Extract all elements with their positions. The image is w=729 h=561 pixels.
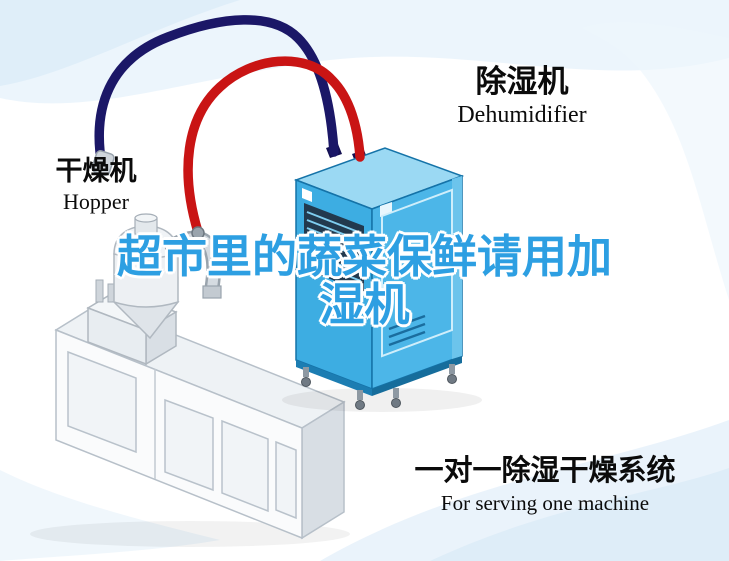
return-air-hose: [94, 15, 339, 171]
dehumidifier-shadow: [282, 388, 482, 412]
caption-label-en: For serving one machine: [440, 491, 650, 515]
valve-icon: [95, 279, 104, 303]
watermark-line2: 湿机: [319, 278, 410, 331]
hopper-cap-top: [134, 213, 158, 223]
side-highlight: [452, 176, 462, 359]
machine-door-panel: [67, 350, 137, 454]
hose-fitting: [191, 226, 205, 240]
logo-plate: [302, 188, 312, 202]
dehumidifier-label-en: Dehumidifier: [457, 102, 587, 128]
hopper-dome: [113, 225, 179, 259]
caster-icon: [447, 364, 457, 384]
elbow-duct-inner: [167, 233, 219, 293]
dry-air-hose: [183, 56, 365, 237]
caster-icon: [301, 367, 311, 387]
dehumidifier-unit: [282, 144, 482, 412]
machine-door-panel: [275, 440, 297, 520]
hopper-body: [113, 253, 179, 308]
cabinet-door: [381, 188, 453, 358]
machine-door-panel: [164, 398, 214, 492]
caption-label-cn: 一对一除湿干燥系统: [414, 453, 676, 487]
caster-icon: [355, 390, 365, 410]
base-strip: [296, 360, 372, 396]
caster-icon: [391, 388, 401, 408]
hose-fitting: [91, 150, 115, 176]
machine-shadow: [30, 521, 350, 547]
dehumidifier-label: 除湿机 Dehumidifier: [438, 64, 606, 130]
duct-port: [202, 285, 222, 299]
base-strip: [372, 356, 462, 396]
watermark-text: 超市里的蔬菜保鲜请用加 湿机: [0, 233, 729, 329]
dryer-label-cn: 干燥机: [55, 156, 137, 187]
watermark-line1: 超市里的蔬菜保鲜请用加: [116, 230, 612, 283]
caption-label: 一对一除湿干燥系统 For serving one machine: [400, 452, 690, 518]
dryer-label: 干燥机 Hopper: [36, 156, 156, 216]
extruder-machine: [30, 213, 350, 547]
door-handle: [443, 267, 449, 273]
hopper-unit: [112, 213, 222, 340]
machine-door-panel: [221, 419, 269, 513]
dehumidifier-label-cn: 除湿机: [475, 64, 569, 100]
vent-grille-icon: [304, 203, 364, 292]
dryer-label-en: Hopper: [63, 189, 129, 214]
